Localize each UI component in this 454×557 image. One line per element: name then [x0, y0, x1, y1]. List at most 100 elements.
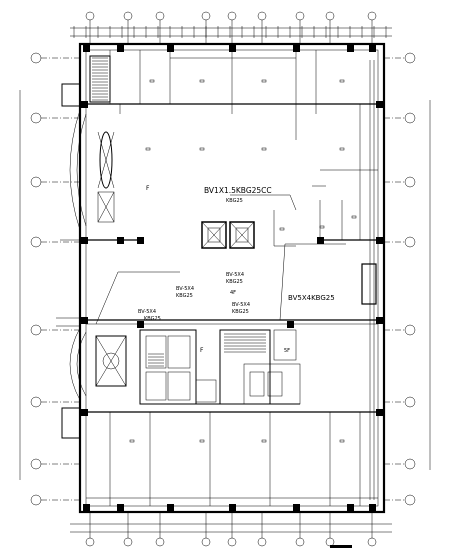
axis-bubble — [155, 11, 165, 21]
device-mark — [199, 147, 205, 151]
right-cable-tray — [361, 60, 377, 500]
column — [117, 504, 124, 512]
column — [167, 504, 174, 512]
column — [137, 321, 144, 328]
device-mark — [261, 439, 267, 443]
axis-bubbles-top — [85, 11, 377, 44]
label-bv-left: BV-5X4 — [176, 286, 194, 292]
label-kbg-lower-left: KBG25 — [144, 316, 161, 322]
top-rooms — [86, 50, 378, 105]
axis-bubble — [201, 537, 211, 547]
label-kbg-left: KBG25 — [176, 293, 193, 299]
column — [369, 504, 376, 512]
room-label-b: F — [200, 347, 204, 354]
column — [376, 101, 384, 108]
device-mark — [339, 79, 345, 83]
leader-lines — [95, 185, 346, 325]
axis-bubble — [404, 112, 416, 124]
axis-bubble — [257, 11, 267, 21]
device-mark — [351, 215, 357, 219]
room-label-d: 5F — [284, 348, 290, 354]
room-label-c: 4F — [230, 290, 236, 296]
column — [347, 504, 354, 512]
axis-bubble — [30, 52, 42, 64]
label-bv-lower-left: BV-5X4 — [138, 309, 156, 315]
column — [80, 237, 88, 244]
label-bv-mid: BV-5X4 — [232, 302, 250, 308]
column — [347, 44, 354, 52]
lower-core — [139, 329, 301, 405]
axis-bubble — [295, 537, 305, 547]
axis-bubble — [404, 396, 416, 408]
device-mark — [339, 147, 345, 151]
axis-bubble — [30, 176, 42, 188]
column — [137, 237, 144, 244]
column — [80, 317, 88, 324]
label-kbg-mid: KBG25 — [232, 309, 249, 315]
axis-bubble — [30, 324, 42, 336]
column — [229, 504, 236, 512]
column — [83, 504, 90, 512]
column — [293, 504, 300, 512]
axis-bubble — [404, 176, 416, 188]
device-mark — [129, 439, 135, 443]
axis-bubble — [404, 52, 416, 64]
axis-bubble — [404, 494, 416, 506]
label-kbg-center: KBG25 — [226, 279, 243, 285]
axis-bubble — [155, 537, 165, 547]
axis-bubbles-right — [384, 52, 431, 506]
left-appendages — [56, 83, 81, 439]
bottom-rooms — [86, 411, 378, 506]
axis-bubble — [325, 11, 335, 21]
column — [167, 44, 174, 52]
column — [117, 44, 124, 52]
top-dimension-line — [70, 26, 392, 38]
axis-bubble — [30, 458, 42, 470]
axis-bubble — [404, 236, 416, 248]
column — [287, 321, 294, 328]
axis-bubble — [123, 11, 133, 21]
device-marks — [129, 79, 357, 443]
label-kbg-top: KBG25 — [226, 198, 243, 204]
middle-partitions — [86, 104, 378, 325]
device-mark — [199, 79, 205, 83]
stair-top-left — [89, 55, 111, 103]
column — [293, 44, 300, 52]
device-mark — [145, 147, 151, 151]
column — [376, 237, 384, 244]
axis-bubble — [30, 396, 42, 408]
axis-bubble — [201, 11, 211, 21]
column — [229, 44, 236, 52]
device-mark — [199, 439, 205, 443]
axis-bubble — [30, 494, 42, 506]
axis-bubble — [404, 324, 416, 336]
right-cable-spec: BV5X4KBG25 — [288, 294, 335, 302]
axis-bubble — [404, 458, 416, 470]
column — [369, 44, 376, 52]
axis-bubble — [227, 537, 237, 547]
room-label-a: F — [146, 185, 150, 192]
axis-bubble — [85, 11, 95, 21]
axis-bubbles-left — [19, 52, 80, 506]
left-bay-upper — [69, 109, 115, 231]
left-bay-lower — [69, 327, 127, 401]
column — [83, 44, 90, 52]
device-mark — [339, 439, 345, 443]
axis-bubble — [295, 11, 305, 21]
device-mark — [279, 227, 285, 231]
axis-bubble — [257, 537, 267, 547]
axis-bubble — [325, 537, 335, 547]
axis-bubble — [367, 537, 377, 547]
device-mark — [261, 147, 267, 151]
axis-bubble — [367, 11, 377, 21]
elevator-shafts-center — [201, 221, 255, 249]
column — [80, 409, 88, 416]
label-bv-center: BV-5X4 — [226, 272, 244, 278]
axis-bubbles-bottom — [85, 512, 377, 547]
column — [376, 317, 384, 324]
column — [376, 409, 384, 416]
bottom-dimension-line — [70, 523, 392, 533]
outer-walls — [78, 42, 386, 514]
center-cable-spec: BV1X1.5KBG25CC — [204, 186, 272, 195]
